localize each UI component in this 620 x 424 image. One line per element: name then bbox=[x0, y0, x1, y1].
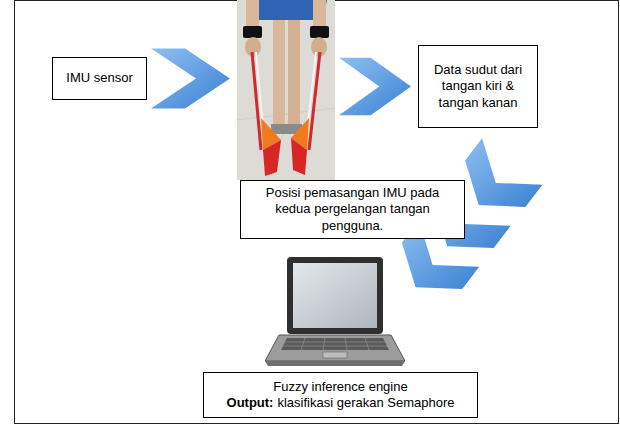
text-box: Fuzzy inference engineOutput:klasifikasi… bbox=[203, 372, 478, 418]
chevron-arrow bbox=[151, 49, 230, 109]
node-text: Posisi pemasangan IMU pada kedua pergela… bbox=[247, 185, 458, 234]
data-box: Data sudut dari tangan kiri & tangan kan… bbox=[418, 45, 538, 128]
node-text: Output: bbox=[227, 395, 274, 410]
input-box: IMU sensor bbox=[52, 57, 147, 100]
node-text: klasifikasi gerakan Semaphore bbox=[277, 395, 454, 410]
engine-group: Fuzzy inference engineOutput:klasifikasi… bbox=[203, 255, 478, 418]
chevron-arrow bbox=[339, 58, 411, 116]
node-text: IMU sensor bbox=[66, 70, 132, 86]
chevron-shape bbox=[465, 138, 542, 207]
text-box: Posisi pemasangan IMU pada kedua pergela… bbox=[240, 180, 465, 239]
chevron-shape bbox=[339, 58, 411, 116]
node-text: Data sudut dari tangan kiri & tangan kan… bbox=[425, 62, 531, 111]
chevron-shape bbox=[151, 49, 230, 109]
laptop-icon bbox=[265, 255, 405, 370]
wrist-imu-photo bbox=[237, 0, 335, 180]
text-line: Output:klasifikasi gerakan Semaphore bbox=[227, 395, 455, 411]
node-text: Fuzzy inference engine bbox=[273, 379, 407, 395]
